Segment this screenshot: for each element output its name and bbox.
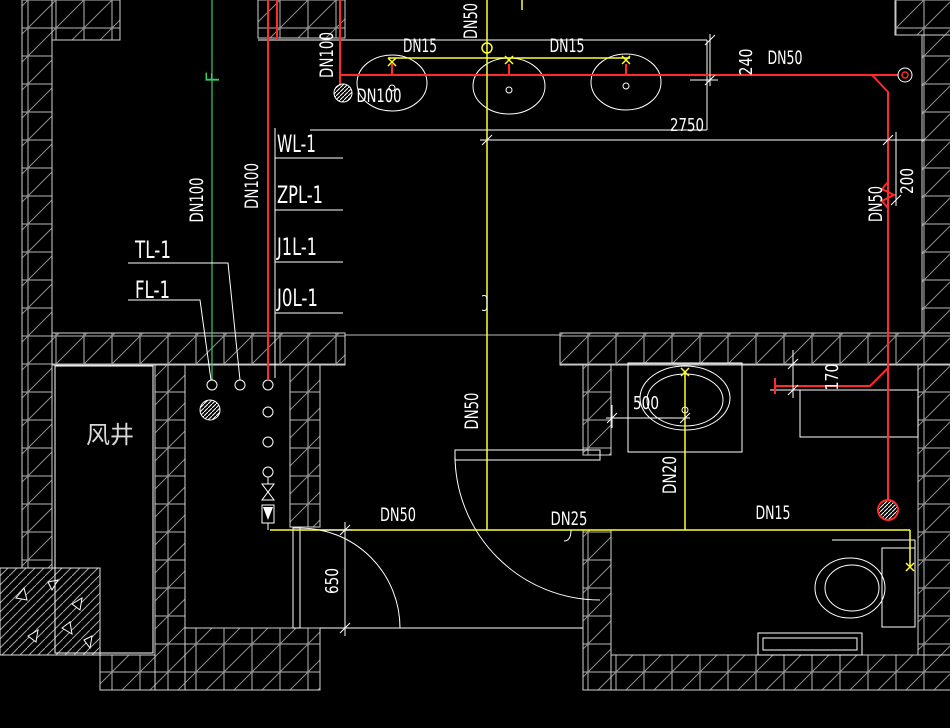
dimension-tick [339,622,351,634]
dimension-text: 200 [897,168,918,194]
faucet-icon [504,55,514,65]
riser-circle-icon [206,379,218,391]
leader-line [128,262,241,381]
pipe-size-label: DN100 [316,32,338,78]
door-swing-arc [454,454,601,601]
wall-segment [21,0,53,569]
dimension-text: 170 [822,364,843,391]
cleanout-icon [897,67,913,83]
riser-tag: WL-1 [277,130,316,158]
riser-circle-icon [234,379,246,391]
floor-drain-icon [333,83,353,103]
faucet-icon [387,57,397,67]
valve-icon [261,483,275,501]
wall-segment [51,0,121,41]
wall-segment [289,364,321,528]
cabinet-outline [799,389,919,438]
pipe-size-label: DN100 [186,178,208,223]
dimension-tick [882,134,894,146]
main-drain-pipe [340,74,889,500]
dimension-tick [890,194,902,206]
dimension-text: 650 [322,568,343,594]
water-fitting-icon [481,42,493,54]
wall-segment [99,654,156,691]
dimension-tick [679,412,691,424]
riser-tag: ZPL-1 [277,181,323,209]
pipe-size-label: DN15 [403,35,437,57]
dimension-texts: 240 2750 200 170 500 650 [322,49,918,595]
dimension-tick [787,384,799,396]
faucet-icon [905,562,915,572]
leader-lines [128,128,343,381]
pipe-size-label: DN50 [865,186,887,222]
floor-drain-icon [877,499,899,521]
drainage-pipes [267,0,913,521]
wall-segment [894,0,950,36]
water-supply-pipes [270,0,915,572]
washbasin [590,53,662,111]
wall-segment [582,529,612,691]
pipe-size-label: DN50 [768,47,803,69]
wall-segment [921,34,950,334]
dimension-text: 500 [633,393,659,414]
dimension-text: 240 [736,49,757,76]
wall-segment [610,654,950,691]
pipe-size-label: DN50 [460,3,482,39]
pipe-size-label: DN25 [551,508,588,530]
riser-tag: J0L-1 [276,284,318,312]
door-swing-arc [299,527,401,629]
pipe-size-label: DN20 [659,456,681,494]
riser-tag: J1L-1 [276,233,317,261]
dimension-tick [704,34,716,46]
bath-basin-drain [775,367,889,387]
trap-symbol [880,181,897,209]
pipe-size-label: DN50 [380,504,416,526]
wall-segment [257,0,346,39]
washbasin [356,54,428,112]
pipe-shaft-symbols [199,379,275,530]
wall-segment [559,332,950,366]
pipe-break-icon [563,529,572,542]
vent-riser-label: F [202,72,224,83]
wall-segment [51,332,346,366]
air-shaft-label: 风井 [86,421,134,449]
riser-circle-icon [262,379,274,391]
dimension-tick [481,134,493,146]
pipe-size-label: DN15 [550,35,585,57]
wall-segment [154,364,186,691]
dimension-tick [787,358,799,370]
wall-segment [184,627,321,691]
dimension-text: 2750 [670,115,704,136]
walls [0,0,950,691]
floor-drain-icon [199,399,221,421]
pipe-size-labels: DN50 DN100 DN15 DN15 DN50 DN100 F DN100 … [186,3,887,530]
pipe-size-label: DN15 [756,502,791,524]
riser-circle-icon [262,436,274,448]
toilet [814,539,916,628]
riser-circle-icon [262,466,274,478]
pipe-size-label: DN100 [357,85,402,107]
wall-segment [582,364,612,456]
shaft-tag-tl: TL-1 [134,236,171,264]
door-leaf [454,449,601,461]
dimension-lines [320,34,925,636]
shaft-tag-fl: FL-1 [135,276,170,304]
riser-tags: WL-1 ZPL-1 J1L-1 J0L-1 TL-1 FL-1 [134,130,323,312]
pipe-break-icon [481,295,488,311]
air-shaft-outline [54,365,154,654]
pipe-size-label: DN50 [461,393,483,430]
wall-segment [917,364,950,656]
pipe-size-label: DN100 [241,163,263,209]
check-valve-icon [261,504,275,524]
faucet-icon [680,367,690,377]
door-leaf [292,527,301,629]
riser-circle-icon [262,406,274,418]
leader-line [128,299,212,381]
faucet-icon [621,55,631,65]
floor-fixture [757,632,863,656]
